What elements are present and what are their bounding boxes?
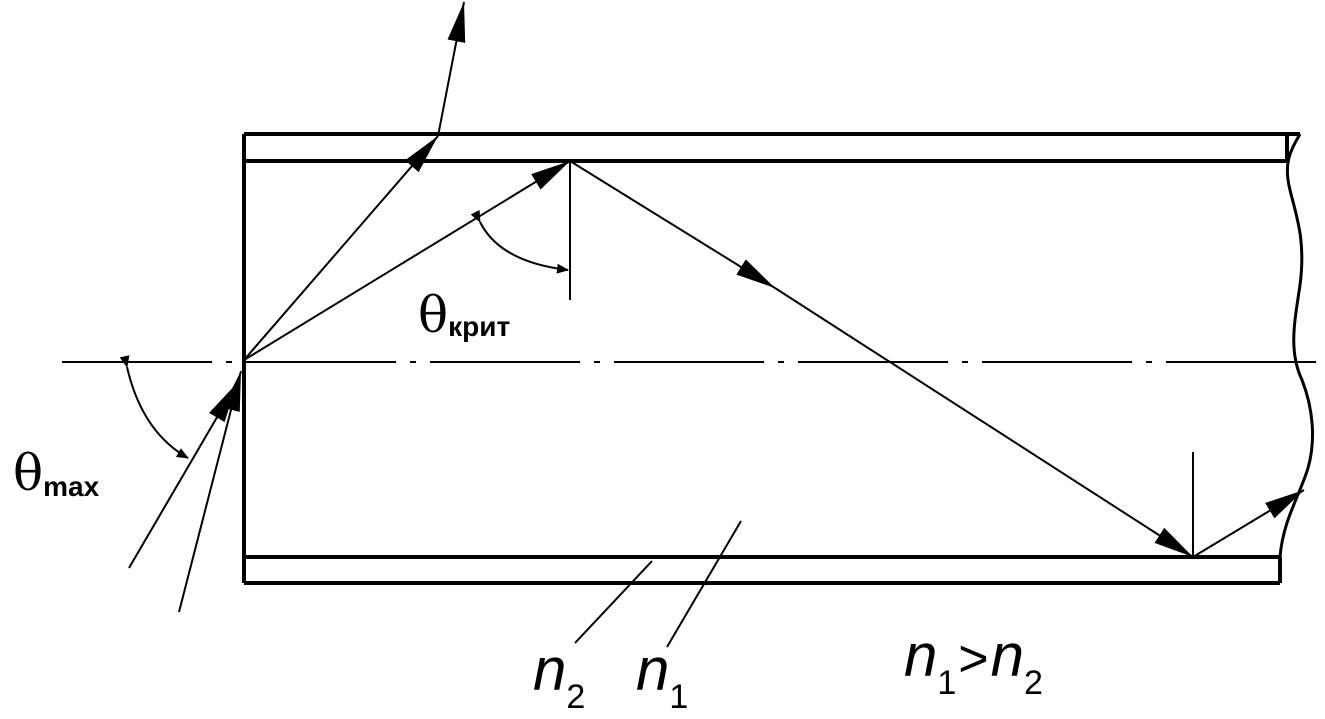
theta-crit-label: θкрит: [418, 290, 511, 342]
incident-ray-1: [128, 382, 238, 569]
incident-ray-2: [178, 370, 242, 613]
relation-right-subscript: 2: [1024, 664, 1043, 702]
ray-reflected-2: [1192, 489, 1305, 558]
ray-critical-angle: [243, 160, 571, 361]
relation-right-letter: n: [990, 622, 1025, 689]
theta-max-subscript: max: [43, 471, 100, 502]
theta-crit-symbol: θ: [418, 286, 449, 344]
fiber-break-line: [1278, 133, 1315, 558]
fiber-cladding: [242, 132, 1300, 585]
ray-reflected-1a: [569, 160, 776, 289]
n2-label: n2: [533, 640, 585, 715]
relation-operator: >: [958, 630, 989, 688]
relation-left-letter: n: [904, 622, 938, 689]
theta-crit-subscript: крит: [448, 311, 511, 342]
leader-lines: [574, 520, 742, 648]
index-relation-label: n1>n2: [904, 626, 1043, 701]
ray-reflected-1b: [774, 287, 1194, 558]
n1-leader: [666, 520, 742, 648]
ray-escaping-cladding: [437, 1, 466, 137]
n1-letter: n: [636, 636, 670, 703]
guided-rays: [243, 1, 1305, 558]
n2-letter: n: [533, 636, 567, 703]
angle-arcs: [119, 209, 569, 459]
ray-escaping-core: [243, 135, 439, 361]
n1-label: n1: [636, 640, 688, 715]
relation-left-subscript: 1: [937, 664, 957, 702]
theta-max-symbol: θ: [13, 444, 44, 502]
theta-crit-arc: [470, 209, 569, 274]
incident-rays: [128, 370, 242, 613]
n2-leader: [574, 560, 653, 644]
theta-max-label: θmax: [13, 448, 99, 501]
n1-subscript: 1: [669, 678, 689, 716]
n2-subscript: 2: [566, 678, 586, 716]
theta-max-arc: [119, 355, 189, 459]
